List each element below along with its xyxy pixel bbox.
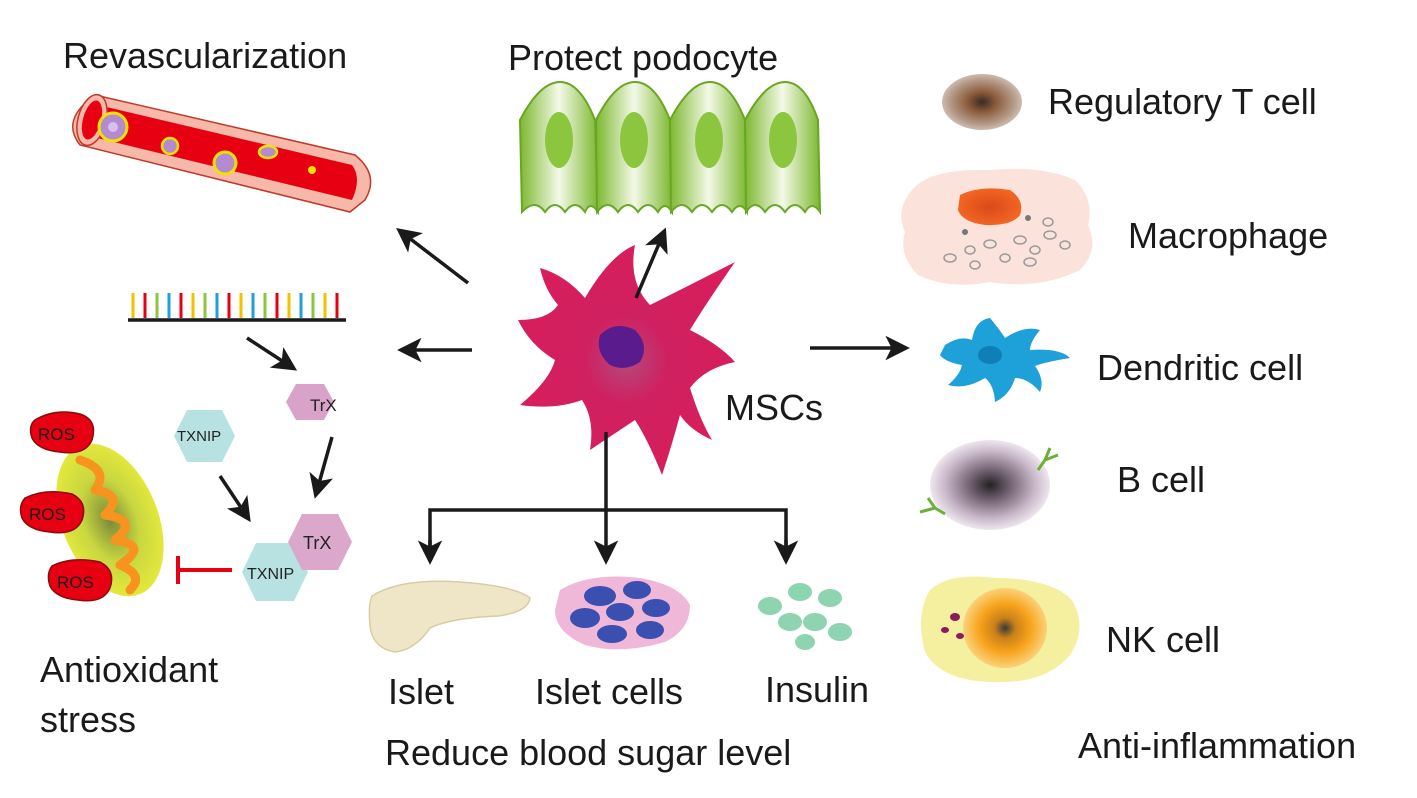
dendritic-cell-icon xyxy=(940,318,1070,402)
podocyte-cells xyxy=(518,80,822,216)
islet-cells-cluster xyxy=(555,576,690,650)
reduce-blood-sugar-label: Reduce blood sugar level xyxy=(385,732,792,773)
nk-cell-icon xyxy=(921,576,1080,683)
arrows xyxy=(218,227,910,565)
nk-cell-label: NK cell xyxy=(1106,619,1221,660)
trx-hexagon-top xyxy=(286,384,334,420)
protect-podocyte-label: Protect podocyte xyxy=(508,37,779,78)
dendritic-cell-nucleus xyxy=(978,346,1002,364)
macrophage-label: Macrophage xyxy=(1128,215,1329,256)
ros-label-middle: ROS xyxy=(29,505,66,524)
macrophage-icon xyxy=(901,168,1093,285)
trx-label-top: TrX xyxy=(310,396,337,415)
mscs-label: MSCs xyxy=(725,387,823,428)
msc-cell xyxy=(518,245,735,475)
ros-blob-top xyxy=(29,411,95,454)
txnip-label-bottom: TXNIP xyxy=(247,566,294,583)
stress-label: stress xyxy=(40,699,137,740)
trx-label-bottom: TrX xyxy=(303,533,331,553)
gene-strand xyxy=(128,293,346,322)
txnip-label-left: TXNIP xyxy=(177,428,221,445)
blood-vessel xyxy=(72,93,372,213)
regulatory-t-cell-label: Regulatory T cell xyxy=(1048,81,1317,122)
ros-blob-middle xyxy=(19,491,85,534)
txnip-hexagon-bottom xyxy=(242,543,308,601)
regulatory-t-cell-icon xyxy=(942,74,1022,130)
b-cell-label: B cell xyxy=(1117,459,1206,500)
txnip-hexagon-left xyxy=(174,410,235,462)
islet-cells-label: Islet cells xyxy=(535,671,684,712)
antioxidant-label: Antioxidant xyxy=(40,649,219,690)
revascularization-label: Revascularization xyxy=(63,35,348,76)
ros-label-top: ROS xyxy=(38,425,75,444)
inhibition-bar xyxy=(176,556,232,584)
insulin-label: Insulin xyxy=(765,669,870,710)
ros-blob-bottom xyxy=(47,559,113,602)
ros-label-bottom: ROS xyxy=(57,573,94,592)
mitochondrion xyxy=(56,443,164,597)
dendritic-cell-label: Dendritic cell xyxy=(1097,347,1304,388)
insulin-granules xyxy=(758,583,852,650)
anti-inflammation-label: Anti-inflammation xyxy=(1078,725,1357,766)
islet-label: Islet xyxy=(388,671,455,712)
islet-pancreas xyxy=(368,580,531,653)
b-cell-icon xyxy=(919,440,1059,530)
trx-hexagon-bottom xyxy=(288,514,352,570)
